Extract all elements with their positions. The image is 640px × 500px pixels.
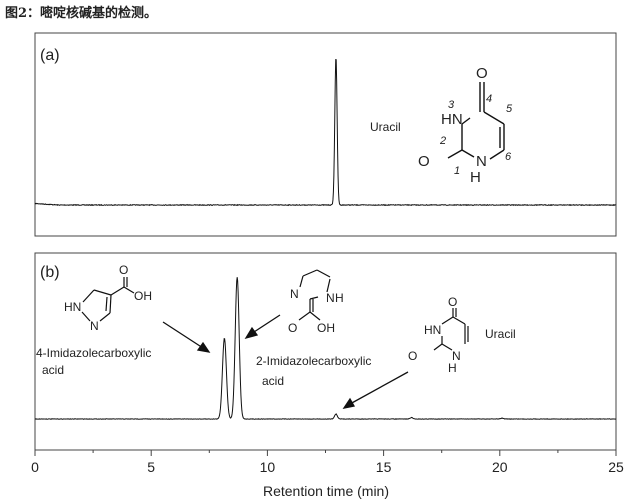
- panel-a-frame: [34, 32, 617, 237]
- x-tick-label-25: 25: [608, 459, 624, 475]
- imidazole-2-structure: [298, 269, 331, 321]
- x-tick-label-0: 0: [31, 459, 39, 475]
- uracil-a-num-4: 4: [486, 93, 492, 105]
- imid2-label-line2: acid: [262, 374, 284, 388]
- trace-panel-a: [34, 59, 617, 207]
- uracil-name-a: Uracil: [370, 120, 401, 134]
- uracil-a-num-3: 3: [448, 99, 455, 111]
- panel-b-label: (b): [40, 264, 60, 281]
- uracil-b-atom-o4: O: [448, 295, 457, 309]
- x-axis-title: Retention time (min): [263, 483, 389, 499]
- panel-a-label: (a): [40, 47, 60, 64]
- uracil-name-b: Uracil: [485, 327, 516, 341]
- figure-caption: 图2：嘧啶核碱基的检测。: [5, 6, 158, 21]
- trace-panel-b: [34, 277, 617, 420]
- imidazole-4-structure: [81, 277, 135, 322]
- arrow-uracil-b: [342, 371, 409, 409]
- imid2-atom-n2: N: [326, 291, 335, 305]
- uracil-a-num-2: 2: [439, 135, 446, 147]
- uracil-a-num-5: 5: [506, 103, 513, 115]
- imid2-label-line1: 2-Imidazolecarboxylic: [256, 354, 371, 368]
- imid4-atom-n: N: [90, 319, 99, 333]
- imid2-atom-h: H: [335, 291, 344, 305]
- x-tick-label-10: 10: [260, 459, 276, 475]
- imid4-label-line2: acid: [42, 363, 64, 377]
- uracil-b-atom-h: H: [448, 361, 457, 375]
- uracil-a-atom-hn: HN: [441, 111, 463, 128]
- imid2-atom-oh: OH: [317, 321, 335, 335]
- imid4-label-line1: 4-Imidazolecarboxylic: [36, 346, 151, 360]
- uracil-structure-b: [433, 308, 469, 351]
- imid2-atom-n1: N: [290, 287, 299, 301]
- imid2-atom-o: O: [288, 321, 297, 335]
- imid4-atom-hn: HN: [64, 300, 81, 314]
- imid4-atom-oh: OH: [134, 289, 152, 303]
- x-tick-label-5: 5: [147, 459, 155, 475]
- arrow-imidazole-4: [162, 321, 211, 353]
- x-tick-label-20: 20: [492, 459, 508, 475]
- uracil-structure-a: [447, 82, 505, 160]
- uracil-a-atom-o4: O: [476, 65, 488, 82]
- uracil-b-atom-n: N: [452, 349, 461, 363]
- uracil-a-num-6: 6: [505, 151, 512, 163]
- uracil-b-atom-o2: O: [408, 349, 417, 363]
- arrow-imidazole-2: [244, 314, 281, 340]
- uracil-a-atom-h: H: [470, 169, 481, 186]
- x-axis: 0 5 10 15 20 25: [31, 450, 624, 475]
- uracil-b-atom-hn: HN: [424, 323, 441, 337]
- uracil-a-atom-n: N: [476, 153, 487, 170]
- uracil-a-atom-o2: O: [418, 153, 430, 170]
- uracil-a-num-1: 1: [454, 165, 460, 177]
- x-tick-label-15: 15: [376, 459, 392, 475]
- imid4-atom-o: O: [119, 263, 128, 277]
